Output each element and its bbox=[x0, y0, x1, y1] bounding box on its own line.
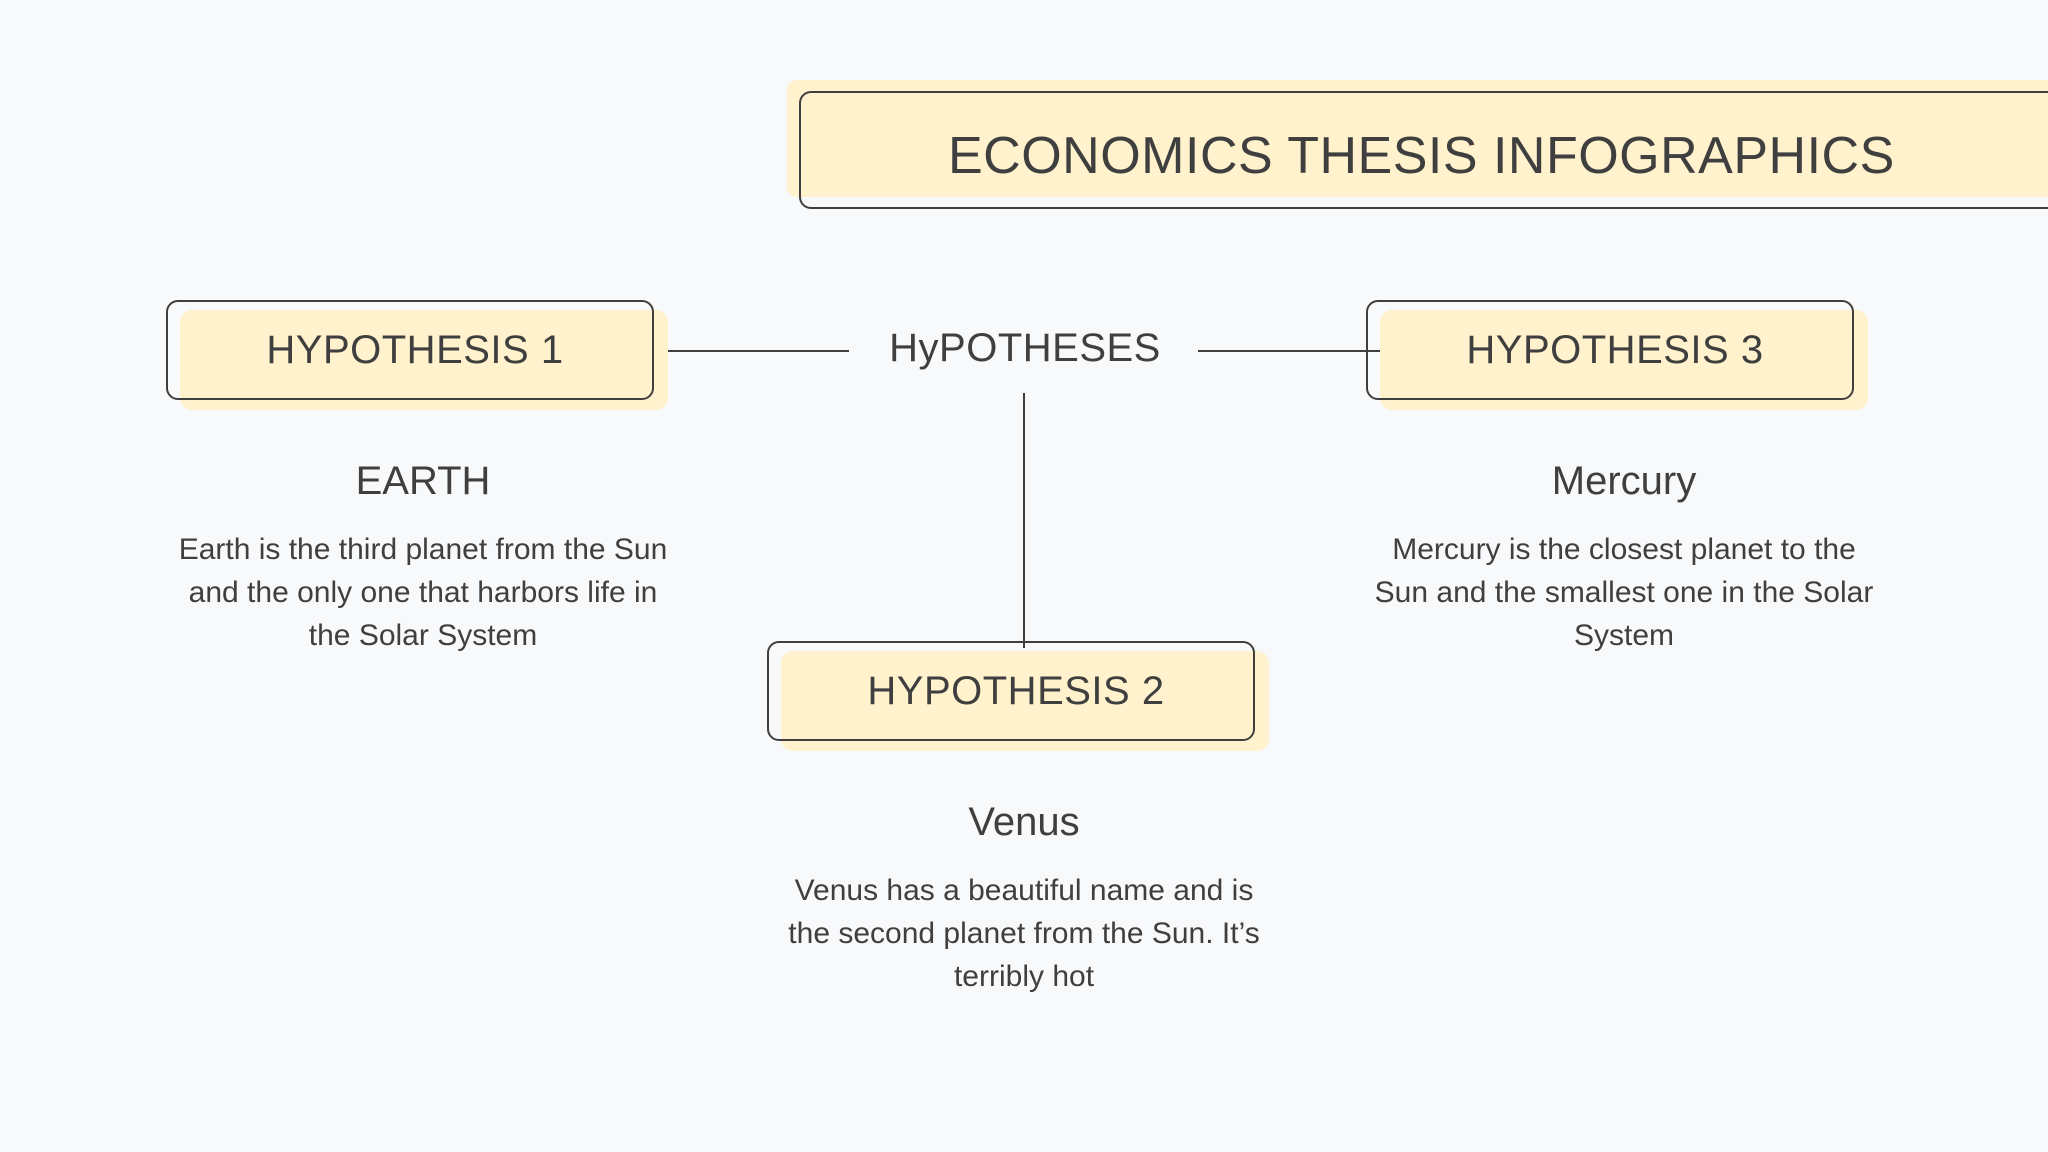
hypothesis-1-label: HYPOTHESIS 1 bbox=[266, 327, 564, 372]
hypothesis-3-label: HYPOTHESIS 3 bbox=[1466, 327, 1764, 372]
hypothesis-2-box: HYPOTHESIS 2 bbox=[767, 641, 1269, 751]
center-label: HyPOTHESES bbox=[889, 326, 1161, 370]
title-frame bbox=[787, 80, 2048, 209]
hypothesis-3-frame bbox=[1366, 300, 1854, 400]
hypothesis-2-label: HYPOTHESIS 2 bbox=[867, 668, 1165, 713]
hypothesis-1-highlight bbox=[180, 310, 668, 410]
hypothesis-3-box: HYPOTHESIS 3 bbox=[1366, 300, 1868, 410]
page-title: ECONOMICS THESIS INFOGRAPHICS bbox=[948, 127, 1895, 185]
hypothesis-2-frame bbox=[767, 641, 1255, 741]
hypothesis-3-highlight bbox=[1380, 310, 1868, 410]
hypothesis-2-highlight bbox=[781, 651, 1269, 751]
connector-left bbox=[666, 350, 849, 352]
hypothesis-1-description: Earth is the third planet from the Sun a… bbox=[178, 533, 668, 652]
hypothesis-1-heading: EARTH bbox=[355, 459, 491, 503]
hypothesis-2-heading: Venus bbox=[968, 800, 1080, 844]
hypothesis-3-description: Mercury is the closest planet to the Sun… bbox=[1374, 533, 1874, 652]
hypothesis-2-description: Venus has a beautiful name and is the se… bbox=[788, 874, 1260, 993]
hypothesis-1-frame bbox=[166, 300, 654, 400]
connector-right bbox=[1198, 350, 1380, 352]
hypothesis-1-box: HYPOTHESIS 1 bbox=[166, 300, 668, 410]
hypothesis-3-heading: Mercury bbox=[1551, 459, 1697, 503]
connector-down bbox=[1023, 393, 1025, 648]
